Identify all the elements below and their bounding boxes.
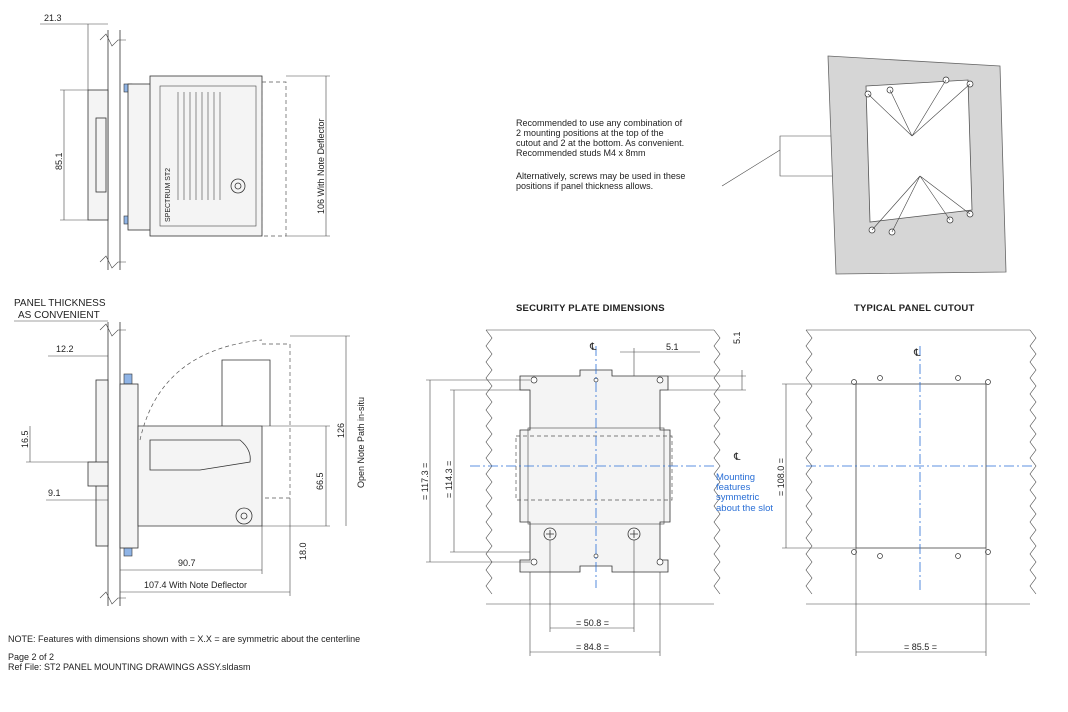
- footer-ref-file: Ref File: ST2 PANEL MOUNTING DRAWINGS AS…: [8, 662, 251, 672]
- security-plate-title: SECURITY PLATE DIMENSIONS: [516, 303, 665, 314]
- security-centerline-side: ℄: [733, 452, 741, 463]
- dim-114-3: = 114.3 =: [444, 461, 454, 498]
- panel-iso-view: [827, 55, 1007, 275]
- mounting-note: Recommended to use any combination of 2 …: [516, 118, 861, 191]
- mounting-features-1: Mounting: [716, 472, 755, 483]
- dim-106-deflector: 106 With Note Deflector: [316, 118, 326, 214]
- dim-12-2: 12.2: [56, 344, 74, 354]
- dim-5-1-horizontal: 5.1: [666, 342, 679, 352]
- footer-page: Page 2 of 2: [8, 652, 55, 662]
- note-line-6: positions if panel thickness allows.: [516, 181, 653, 191]
- mounting-features-4: about the slot: [716, 503, 773, 514]
- panel-cutout-title: TYPICAL PANEL CUTOUT: [854, 303, 974, 314]
- dim-16-5: 16.5: [20, 430, 30, 448]
- note-line-2: 2 mounting positions at the top of the: [516, 128, 664, 138]
- dim-66-5: 66.5: [315, 472, 325, 490]
- side-view: PANEL THICKNESS AS CONVENIENT 12.2 16.5 …: [14, 298, 366, 606]
- dim-84-8: = 84.8 =: [576, 642, 609, 652]
- dim-18-0: 18.0: [298, 542, 308, 560]
- label-stripes: [177, 92, 221, 200]
- footer-note: NOTE: Features with dimensions shown wit…: [8, 634, 361, 644]
- security-centerline-top: ℄: [589, 342, 597, 353]
- cutout-centerline-top: ℄: [913, 348, 921, 359]
- as-convenient-label: AS CONVENIENT: [18, 310, 100, 321]
- note-line-1: Recommended to use any combination of: [516, 118, 683, 128]
- note-line-4: Recommended studs M4 x 8mm: [516, 148, 646, 158]
- open-note-path-label: Open Note Path in-situ: [356, 397, 366, 488]
- panel-thickness-label: PANEL THICKNESS: [14, 298, 106, 309]
- note-line-3: cutout and 2 at the bottom. As convenien…: [516, 138, 684, 148]
- security-plate: SECURITY PLATE DIMENSIONS ℄ ℄ = 117.3 =: [420, 303, 773, 656]
- top-view: SPECTRUM ST2 21.3 85.1 106 With Note Def…: [40, 13, 330, 270]
- dim-50-8: = 50.8 =: [576, 618, 609, 628]
- dim-107-4: 107.4 With Note Deflector: [144, 580, 247, 590]
- dim-21-3: 21.3: [44, 13, 62, 23]
- dim-85-1: 85.1: [54, 152, 64, 170]
- dim-85-5: = 85.5 =: [904, 642, 937, 652]
- mounting-features-2: features: [716, 482, 751, 493]
- dim-126: 126: [336, 423, 346, 438]
- dim-5-1-vertical: 5.1: [732, 331, 742, 344]
- device-label: SPECTRUM ST2: [165, 168, 172, 222]
- note-line-5: Alternatively, screws may be used in the…: [516, 171, 685, 181]
- dim-9-1: 9.1: [48, 488, 61, 498]
- dim-108-0: = 108.0 =: [776, 458, 786, 496]
- mounting-features-3: symmetric: [716, 492, 760, 503]
- dim-117-3: = 117.3 =: [420, 463, 430, 500]
- panel-cutout: TYPICAL PANEL CUTOUT ℄ = 108.0 = = 85.5 …: [776, 303, 1037, 656]
- dim-90-7: 90.7: [178, 558, 196, 568]
